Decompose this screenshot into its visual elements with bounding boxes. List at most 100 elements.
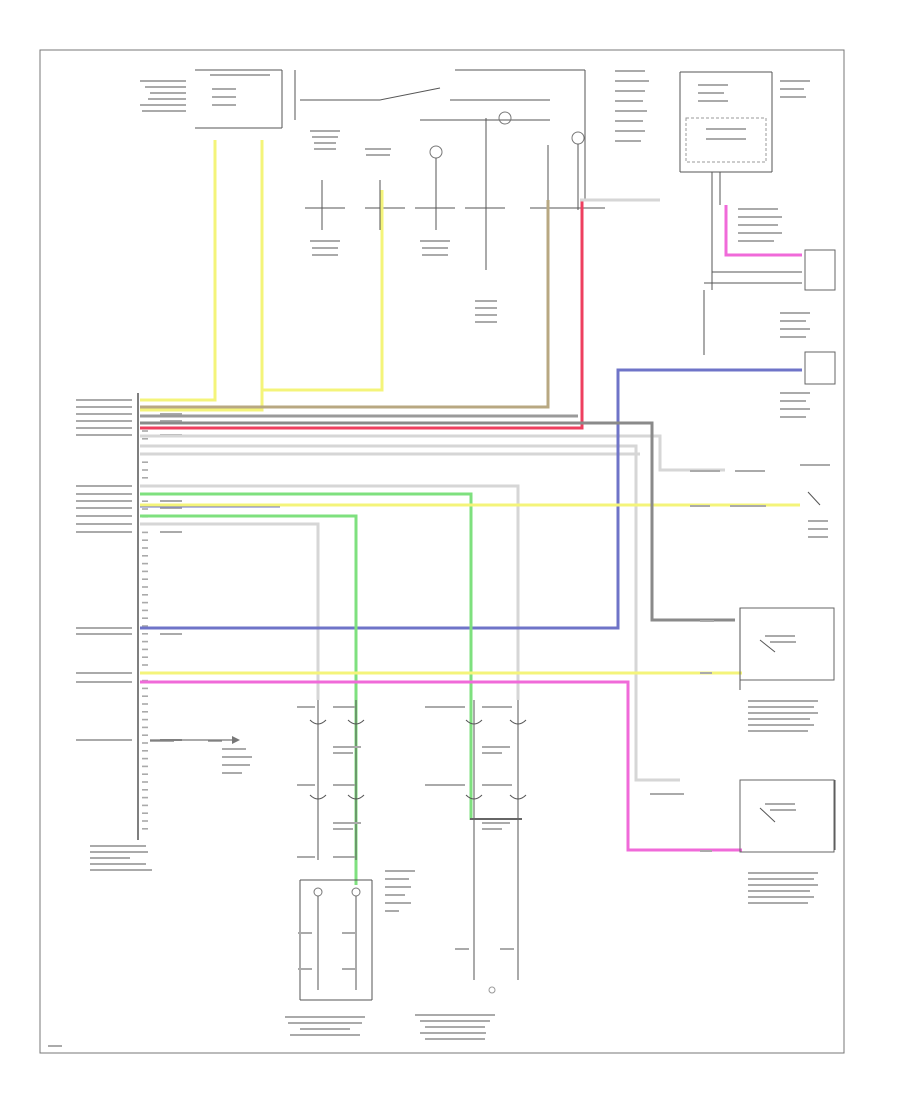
pin-function-label (76, 399, 132, 401)
pin-function-label (76, 739, 132, 741)
pin-function-label (76, 485, 132, 487)
pin-number (142, 750, 148, 752)
pin-number (142, 547, 148, 549)
connectors-top-row (305, 70, 649, 323)
wire-lightgray-4 (140, 484, 520, 700)
pin-number (142, 695, 148, 697)
wire-yellow-1 (140, 140, 217, 402)
pin-number (142, 578, 148, 580)
pin-function-label (76, 672, 132, 674)
pin-number (142, 640, 148, 643)
wire-yellow-3 (262, 190, 384, 392)
pin-function-label (76, 427, 132, 429)
pin-number (142, 718, 148, 721)
pin-number (142, 804, 148, 807)
pin-number (142, 531, 148, 534)
pin-number (142, 508, 148, 510)
wire-yellow-2 (140, 140, 264, 412)
pin-number (142, 656, 148, 658)
pin-function-label (76, 434, 132, 436)
pin-number (142, 609, 148, 612)
pin-number (142, 812, 148, 814)
pin-number (142, 664, 148, 666)
pin-number (142, 633, 148, 635)
pin-number (142, 469, 148, 471)
fuse-block-top-left (140, 69, 283, 129)
pin-number (142, 617, 148, 619)
pin-function-label (76, 493, 132, 495)
pin-number (142, 438, 148, 440)
pin-number (142, 734, 148, 736)
pin-function-label (76, 406, 132, 408)
pin-number (142, 789, 148, 791)
pin-number (142, 687, 148, 690)
pin-number (142, 781, 148, 783)
relay-box-top-right (679, 71, 810, 173)
pin-function-label (76, 507, 132, 509)
pin-number (142, 430, 148, 432)
seat-sensor-switch-upper (700, 607, 835, 732)
pin-number (142, 477, 148, 479)
pin-number (142, 601, 148, 604)
pin-number (142, 555, 148, 557)
wire-lightgray-2 (140, 444, 680, 782)
pin-number (142, 828, 148, 830)
pin-number (142, 820, 148, 822)
pin-function-label (76, 531, 132, 533)
pin-function-label (76, 500, 132, 502)
pin-number (142, 765, 148, 768)
pin-number (142, 539, 148, 541)
wire-color-code (160, 413, 182, 415)
wire-lightgray-5 (140, 522, 320, 700)
pin-number (142, 625, 148, 627)
pin-number (142, 648, 148, 651)
wire-darkgray (140, 421, 735, 622)
pin-number (142, 500, 148, 502)
pin-function-label (76, 413, 132, 415)
pin-number (142, 711, 148, 713)
retractor-module-left (285, 870, 495, 1040)
pin-number (142, 796, 148, 799)
pin-function-label (76, 681, 132, 683)
pin-number (142, 570, 148, 573)
connector-stack-right (425, 700, 527, 994)
wire-red (140, 200, 584, 430)
wire-magenta-top-right (724, 205, 802, 257)
wire-green-1 (140, 492, 473, 710)
pin-number (142, 594, 148, 596)
pin-function-label (76, 420, 132, 422)
diagram-border (39, 49, 845, 1054)
wire-color-code (160, 633, 182, 635)
pin-number (142, 726, 148, 729)
pin-function-label (76, 515, 132, 517)
wire-blue (140, 368, 802, 630)
wire-color-code (160, 500, 182, 502)
wire-magenta-long (140, 680, 742, 852)
pin-number (142, 461, 148, 463)
controller-caption-block (48, 740, 252, 1047)
lamp-symbol-right (571, 131, 585, 145)
switch-top-center (294, 69, 586, 200)
wire-green-2 (140, 514, 358, 885)
pin-function-label (76, 627, 132, 629)
seat-sensor-switch-lower (650, 779, 836, 904)
controller-connector (76, 393, 182, 840)
pin-number (142, 562, 148, 565)
pin-number (142, 773, 148, 775)
pin-function-label (76, 523, 132, 525)
pin-number (142, 757, 148, 760)
pin-number (142, 703, 148, 705)
wire-color-code (160, 531, 182, 533)
pin-number (142, 742, 148, 744)
wire-tan (140, 200, 550, 409)
switch-mid-right (690, 464, 830, 538)
wire-color-code (160, 420, 182, 422)
pin-number (142, 586, 148, 588)
lamp-symbol (429, 145, 443, 159)
connector-relay-right (738, 208, 836, 418)
pin-function-label (76, 633, 132, 635)
fuse-symbol (498, 111, 512, 125)
wire-color-code (160, 507, 182, 509)
